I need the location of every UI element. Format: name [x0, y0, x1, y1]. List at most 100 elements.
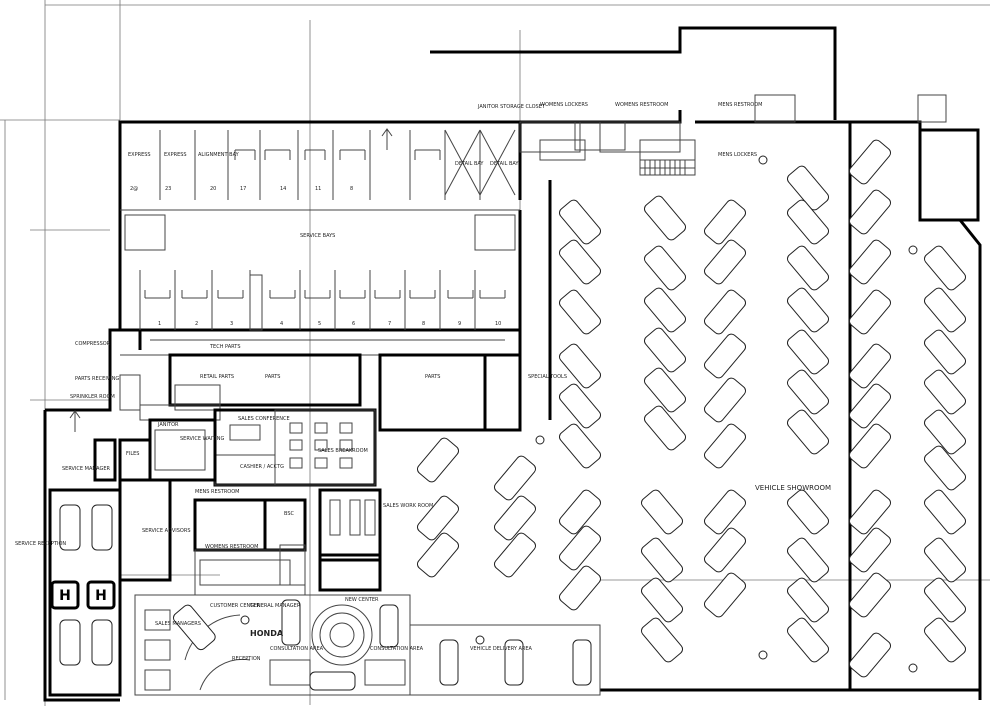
label-service-waiting: SERVICE WAITING — [180, 436, 225, 442]
label-womens-restroom: WOMENS RESTROOM — [205, 544, 258, 550]
label-sprinkler-room: SPRINKLER ROOM — [70, 394, 115, 400]
showroom-vehicle — [558, 239, 602, 285]
label-parts-1: PARTS — [265, 374, 280, 380]
showroom-vehicle — [643, 195, 687, 241]
showroom-vehicle — [923, 409, 967, 455]
label-mens-lockers: MENS LOCKERS — [718, 152, 757, 158]
svg-text:H: H — [95, 588, 107, 604]
label-mens-restroom-top: MENS RESTROOM — [718, 102, 763, 108]
label-sales-conference: SALES CONFERENCE — [238, 416, 290, 422]
label-vehicle-showroom: VEHICLE SHOWROOM — [755, 484, 831, 492]
showroom-vehicle — [848, 383, 892, 429]
label-sales-managers: SALES MANAGERS — [155, 621, 201, 627]
label-service-manager: SERVICE MANAGER — [62, 466, 111, 472]
showroom-vehicle — [923, 245, 967, 291]
bay-number-top: 20 — [210, 186, 216, 192]
honda-logo-icon: H H — [50, 580, 116, 610]
plant-icon — [758, 650, 768, 660]
showroom-vehicle — [848, 189, 892, 235]
showroom-vehicle — [786, 245, 830, 291]
label-vehicle-delivery-area: VEHICLE DELIVERY AREA — [470, 646, 533, 652]
showroom-vehicle — [848, 343, 892, 389]
showroom-vehicle — [558, 489, 602, 535]
showroom-vehicle — [558, 343, 602, 389]
showroom-vehicle — [703, 239, 747, 285]
bay-number-bottom: 10 — [495, 321, 501, 327]
showroom-vehicle — [786, 287, 830, 333]
showroom-vehicle — [923, 489, 967, 535]
showroom-vehicle — [703, 333, 747, 379]
showroom-vehicle — [493, 455, 537, 501]
showroom-vehicle — [416, 495, 460, 541]
bay-number-bottom: 1 — [158, 321, 161, 327]
showroom-vehicle — [640, 537, 684, 583]
showroom-vehicle — [416, 437, 460, 483]
showroom-vehicle — [923, 445, 967, 491]
bay-number-bottom: 6 — [352, 321, 355, 327]
showroom-vehicle — [923, 369, 967, 415]
label-parts-2: PARTS — [425, 374, 440, 380]
showroom-vehicle — [923, 329, 967, 375]
bay-number-bottom: 5 — [318, 321, 321, 327]
showroom-vehicle — [558, 423, 602, 469]
showroom-vehicle — [703, 572, 747, 618]
label-customer-center: CUSTOMER CENTER — [210, 603, 260, 609]
bay-number-bottom: 4 — [280, 321, 283, 327]
plant-icon — [240, 615, 250, 625]
showroom-vehicle — [703, 377, 747, 423]
showroom-vehicle — [786, 199, 830, 245]
showroom-vehicle — [786, 537, 830, 583]
parts-rooms — [48, 353, 601, 697]
label-service-bays: SERVICE BAYS — [300, 233, 335, 239]
label-tech-parts: TECH PARTS — [209, 344, 241, 350]
label-alignment-bay: ALIGNMENT BAY — [198, 152, 240, 158]
bay-number-bottom: 3 — [230, 321, 233, 327]
label-consultation-area-2: CONSULTATION AREA — [370, 646, 424, 652]
label-reception: RECEPTION — [232, 656, 261, 662]
label-sales-breakroom: SALES BREAKROOM — [318, 448, 368, 454]
showroom-vehicle — [848, 139, 892, 185]
bay-number-top: 17 — [240, 186, 246, 192]
plant-icon — [908, 245, 918, 255]
showroom-vehicle — [493, 532, 537, 578]
plant-icon — [758, 155, 768, 165]
label-express-1: EXPRESS — [128, 152, 151, 158]
showroom-vehicle — [558, 383, 602, 429]
showroom-vehicle — [923, 617, 967, 663]
label-womens-lockers: WOMENS LOCKERS — [540, 102, 588, 108]
back-offices — [519, 94, 980, 222]
showroom-vehicles — [240, 139, 967, 678]
showroom-vehicle — [848, 572, 892, 618]
showroom-vehicle — [923, 577, 967, 623]
bay-number-bottom: 8 — [422, 321, 425, 327]
bay-number-top: 8 — [350, 186, 353, 192]
label-janitor: JANITOR — [157, 422, 179, 428]
showroom-vehicle — [558, 289, 602, 335]
showroom-vehicle — [643, 367, 687, 413]
showroom-vehicle — [786, 329, 830, 375]
label-consultation-area-1: CONSULTATION AREA — [270, 646, 324, 652]
service-reception-cars — [59, 504, 592, 691]
label-sales-work-room: SALES WORK ROOM — [383, 503, 433, 509]
showroom-vehicle — [703, 289, 747, 335]
showroom-vehicle — [703, 489, 747, 535]
plant-icon — [475, 635, 485, 645]
label-special-tools: SPECIAL TOOLS — [528, 374, 567, 380]
showroom-vehicle — [640, 577, 684, 623]
label-service-reception: SERVICE RECEPTION — [15, 541, 66, 547]
label-honda: HONDA — [250, 629, 284, 638]
showroom-vehicle — [848, 632, 892, 678]
showroom-vehicle — [703, 527, 747, 573]
showroom-vehicle — [493, 495, 537, 541]
showroom-vehicle — [643, 405, 687, 451]
showroom-vehicle — [558, 199, 602, 245]
showroom-vehicle — [848, 527, 892, 573]
showroom-vehicle — [643, 287, 687, 333]
showroom-vehicle — [640, 617, 684, 663]
showroom-vehicle — [848, 423, 892, 469]
showroom-vehicle — [640, 489, 684, 535]
showroom-vehicle — [416, 532, 460, 578]
svg-text:H: H — [59, 588, 71, 604]
